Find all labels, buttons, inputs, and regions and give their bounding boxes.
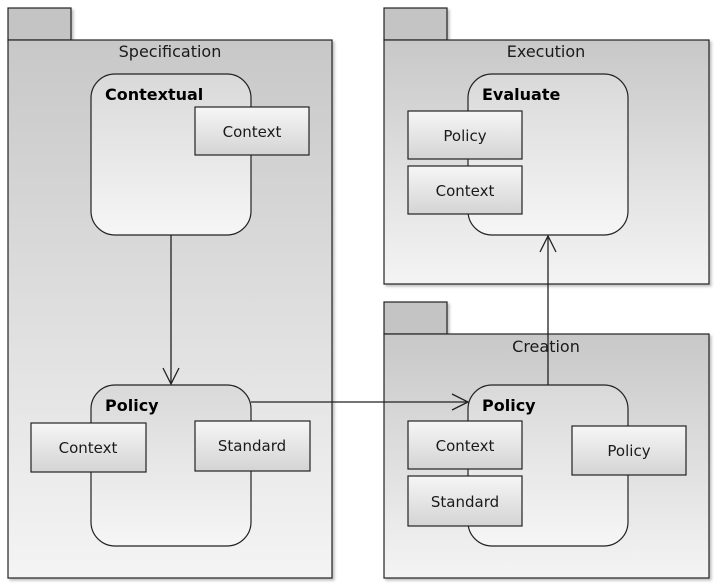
package-title-specification: Specification (119, 42, 222, 61)
pin-label: Standard (431, 493, 499, 511)
arrow-head (539, 234, 557, 253)
pin-policy[interactable]: Policy (571, 425, 687, 476)
activity-policy-creation[interactable]: Policy Context Standard Policy (407, 384, 687, 547)
pin-label: Standard (218, 437, 286, 455)
pin-context[interactable]: Context (407, 420, 523, 470)
arrow-head (162, 367, 180, 386)
pin-label: Context (223, 123, 282, 141)
pin-label: Policy (443, 127, 486, 145)
pin-policy[interactable]: Policy (407, 110, 523, 160)
pin-context[interactable]: Context (30, 422, 147, 473)
flow-contextual-to-policy[interactable] (162, 235, 180, 386)
activity-title-policy: Policy (105, 396, 159, 415)
arrow-head (451, 393, 470, 411)
package-tab (383, 301, 448, 335)
pin-label: Policy (607, 442, 650, 460)
package-title-creation: Creation (512, 337, 580, 356)
package-tab (7, 7, 72, 41)
activity-policy-specification[interactable]: Policy Context Standard (30, 384, 311, 547)
activity-evaluate[interactable]: Evaluate Policy Context (407, 73, 629, 236)
pin-standard[interactable]: Standard (194, 420, 311, 472)
pin-standard[interactable]: Standard (407, 475, 523, 527)
flow-spec-policy-to-creation-policy[interactable] (251, 393, 470, 411)
pin-label: Context (436, 182, 495, 200)
activity-title-policy: Policy (482, 396, 536, 415)
activity-title-contextual: Contextual (105, 85, 203, 104)
pin-label: Context (436, 437, 495, 455)
flow-creation-policy-to-evaluate[interactable] (539, 234, 557, 385)
activity-title-evaluate: Evaluate (482, 85, 560, 104)
package-tab (383, 7, 448, 41)
activity-contextual[interactable]: Contextual Context (90, 73, 310, 236)
pin-label: Context (59, 439, 118, 457)
pin-context[interactable]: Context (407, 165, 523, 215)
package-title-execution: Execution (507, 42, 586, 61)
pin-context[interactable]: Context (194, 106, 310, 156)
